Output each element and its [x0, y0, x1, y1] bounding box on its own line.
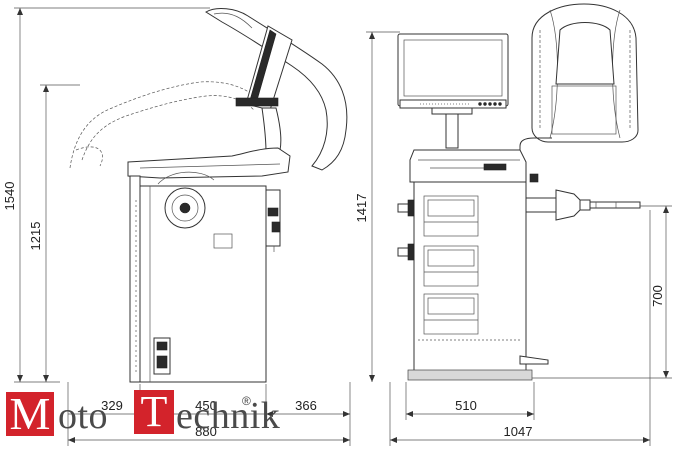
front-view: 1417 700 510 1047 — [354, 3, 672, 446]
dim-880-label: 880 — [195, 424, 217, 439]
side-power-switch — [153, 337, 171, 375]
dim-1047-label: 1047 — [504, 424, 533, 439]
logo-text-oto: oto — [58, 395, 109, 437]
side-monitor — [235, 25, 293, 111]
dim-510-label: 510 — [455, 398, 477, 413]
front-bottom-dims — [389, 210, 651, 446]
dim-366-label: 366 — [295, 398, 317, 413]
dim-450-label: 450 — [195, 398, 217, 413]
dim-1417-line — [366, 31, 400, 382]
front-monitor-pole — [431, 107, 473, 149]
side-label — [213, 233, 233, 249]
hood-handle — [213, 12, 253, 29]
side-monitor-arm — [261, 107, 282, 153]
front-pedal — [519, 355, 549, 365]
logo-registered-mark: ® — [242, 394, 251, 408]
logo-letter-t: T — [134, 390, 174, 434]
front-wheel-guard — [531, 3, 639, 143]
front-hood-mount — [519, 137, 552, 172]
side-shaft-flange — [157, 171, 215, 229]
side-top-tray — [127, 147, 291, 179]
front-top-tray — [409, 149, 527, 183]
front-shaft — [525, 173, 641, 221]
logo-text-echnik: echnik — [176, 395, 281, 437]
logo-letter-m: M — [6, 391, 54, 437]
front-monitor — [397, 33, 509, 109]
front-cabinet — [407, 181, 533, 381]
side-tool-holder — [265, 189, 281, 252]
hood-open-outline — [69, 81, 263, 169]
hood-open-inner — [81, 95, 255, 161]
front-tool-pins — [397, 199, 415, 261]
dim-1540-line — [14, 7, 210, 383]
dim-329-label: 329 — [101, 398, 123, 413]
dim-1417-label: 1417 — [354, 194, 369, 223]
dim-1540-label: 1540 — [2, 182, 17, 211]
dim-700-label: 700 — [650, 285, 665, 307]
hood-open-rib — [75, 146, 103, 167]
dim-1215-label: 1215 — [28, 222, 43, 251]
dim-1215-line — [40, 84, 80, 382]
dim-700-line — [532, 205, 672, 379]
side-view: 1540 1215 329 450 366 880 — [2, 7, 351, 446]
